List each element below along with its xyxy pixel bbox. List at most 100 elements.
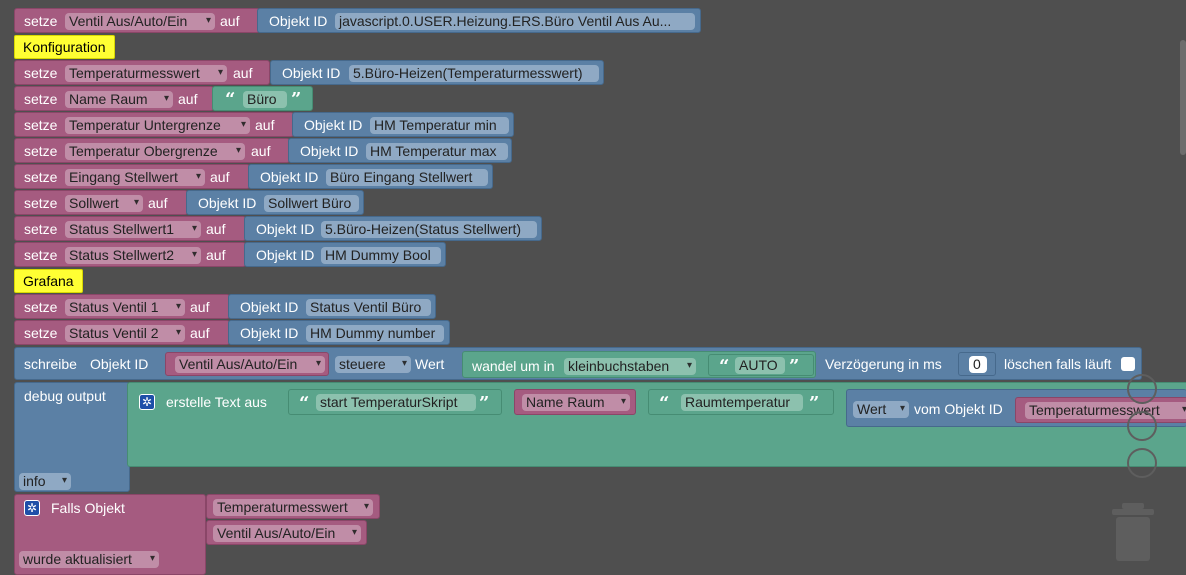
object-id-field[interactable]: javascript.0.USER.Heizung.ERS.Büro Venti… xyxy=(335,13,695,30)
open-quote-icon: “ xyxy=(659,393,670,414)
delay-input[interactable]: 0 xyxy=(969,356,987,373)
write-label: schreibe xyxy=(24,356,77,372)
event-dropdown[interactable]: wurde aktualisiert xyxy=(19,551,159,568)
set-label: setze xyxy=(24,13,58,29)
object-id-field[interactable]: HM Temperatur max xyxy=(366,143,508,160)
set-block-status-stellwert1[interactable]: setze Status Stellwert1 auf xyxy=(14,216,246,241)
set-block-temperatur-obergrenze[interactable]: setze Temperatur Obergrenze auf xyxy=(14,138,290,163)
object-id-label: Objekt ID xyxy=(240,325,299,341)
object-id-field[interactable]: Status Ventil Büro xyxy=(306,299,431,316)
object-id-field[interactable]: Sollwert Büro xyxy=(264,195,359,212)
object-id-field[interactable]: 5.Büro-Heizen(Status Stellwert) xyxy=(321,221,537,238)
text-block[interactable]: “ start TemperaturSkript ” xyxy=(288,389,502,415)
set-block-ventil[interactable]: setze Ventil Aus/Auto/Ein auf xyxy=(14,8,260,33)
set-label: setze xyxy=(24,169,58,185)
mode-dropdown[interactable]: steuere xyxy=(335,356,411,373)
variable-dropdown[interactable]: Eingang Stellwert xyxy=(65,169,205,186)
variable-getter[interactable]: Temperaturmesswert xyxy=(1015,397,1186,423)
zoom-in-icon[interactable] xyxy=(1127,411,1157,441)
variable-dropdown[interactable]: Status Stellwert1 xyxy=(65,221,201,238)
object-id-block[interactable]: Objekt ID HM Dummy number xyxy=(228,320,450,345)
variable-dropdown[interactable]: Name Raum xyxy=(65,91,173,108)
write-block[interactable]: schreibe Objekt ID Ventil Aus/Auto/Ein s… xyxy=(14,347,1142,380)
variable-dropdown[interactable]: Temperaturmesswert xyxy=(1025,402,1186,419)
set-block-eingang-stellwert[interactable]: setze Eingang Stellwert auf xyxy=(14,164,250,189)
trigger-block[interactable]: ✲ Falls Objekt wurde aktualisiert xyxy=(14,494,206,575)
object-id-block[interactable]: Objekt ID HM Dummy Bool xyxy=(244,242,446,267)
gear-icon[interactable]: ✲ xyxy=(24,500,40,516)
variable-dropdown[interactable]: Name Raum xyxy=(522,394,630,411)
create-text-block[interactable]: ✲ erstelle Text aus “ start TemperaturSk… xyxy=(127,382,1186,467)
variable-dropdown[interactable]: Status Ventil 1 xyxy=(65,299,185,316)
object-id-field[interactable]: 5.Büro-Heizen(Temperaturmesswert) xyxy=(349,65,599,82)
variable-dropdown[interactable]: Temperaturmesswert xyxy=(213,499,373,516)
variable-dropdown[interactable]: Sollwert xyxy=(65,195,143,212)
set-block-name-raum[interactable]: setze Name Raum auf xyxy=(14,86,214,111)
object-id-block[interactable]: Objekt ID Sollwert Büro xyxy=(186,190,364,215)
set-block-sollwert[interactable]: setze Sollwert auf xyxy=(14,190,188,215)
set-block-temperaturmesswert[interactable]: setze Temperaturmesswert auf xyxy=(14,60,270,85)
variable-dropdown[interactable]: Temperatur Obergrenze xyxy=(65,143,245,160)
on-label: auf xyxy=(220,13,240,29)
close-quote-icon: ” xyxy=(291,89,302,110)
on-label: auf xyxy=(255,117,275,133)
open-quote-icon: “ xyxy=(299,393,310,414)
object-id-block[interactable]: Objekt ID 5.Büro-Heizen(Temperaturmesswe… xyxy=(270,60,604,85)
object-id-field[interactable]: Büro Eingang Stellwert xyxy=(326,169,488,186)
set-block-temperatur-untergrenze[interactable]: setze Temperatur Untergrenze auf xyxy=(14,112,294,137)
object-id-block[interactable]: Objekt ID HM Temperatur max xyxy=(288,138,512,163)
variable-dropdown[interactable]: Status Ventil 2 xyxy=(65,325,185,342)
object-id-block[interactable]: Objekt ID 5.Büro-Heizen(Status Stellwert… xyxy=(244,216,542,241)
object-id-block[interactable]: Objekt ID Status Ventil Büro xyxy=(228,294,436,319)
set-block-status-ventil-1[interactable]: setze Status Ventil 1 auf xyxy=(14,294,230,319)
gear-icon[interactable]: ✲ xyxy=(139,394,155,410)
set-label: setze xyxy=(24,65,58,81)
zoom-reset-icon[interactable] xyxy=(1127,374,1157,404)
clear-checkbox[interactable] xyxy=(1121,357,1135,371)
object-id-block[interactable]: Objekt ID Büro Eingang Stellwert xyxy=(248,164,493,189)
text-field[interactable]: Raumtemperatur xyxy=(681,394,803,411)
object-id-field[interactable]: HM Dummy Bool xyxy=(321,247,441,264)
object-id-field[interactable]: HM Temperatur min xyxy=(370,117,509,134)
object-id-field[interactable]: HM Dummy number xyxy=(306,325,444,342)
vertical-scrollbar[interactable] xyxy=(1180,40,1186,155)
object-id-label: Objekt ID xyxy=(256,221,315,237)
debug-output-block[interactable]: debug output info xyxy=(14,382,130,492)
variable-dropdown[interactable]: Temperatur Untergrenze xyxy=(65,117,250,134)
variable-dropdown[interactable]: Temperaturmesswert xyxy=(65,65,227,82)
text-block[interactable]: “ Büro ” xyxy=(212,86,313,111)
variable-dropdown[interactable]: Ventil Aus/Auto/Ein xyxy=(213,525,361,542)
comment-grafana[interactable]: Grafana xyxy=(14,269,83,293)
value-label: Wert xyxy=(415,356,445,372)
set-block-status-stellwert2[interactable]: setze Status Stellwert2 auf xyxy=(14,242,246,267)
variable-getter[interactable]: Temperaturmesswert xyxy=(206,494,380,519)
text-field[interactable]: Büro xyxy=(243,91,287,108)
zoom-out-icon[interactable] xyxy=(1127,448,1157,478)
clear-label: löschen falls läuft xyxy=(1004,356,1112,372)
set-block-status-ventil-2[interactable]: setze Status Ventil 2 auf xyxy=(14,320,230,345)
trash-icon[interactable] xyxy=(1112,503,1156,563)
case-dropdown[interactable]: kleinbuchstaben xyxy=(564,358,696,375)
variable-dropdown[interactable]: Ventil Aus/Auto/Ein xyxy=(65,13,215,30)
text-case-block[interactable]: wandel um in kleinbuchstaben “ AUTO ” xyxy=(462,351,816,378)
object-id-block[interactable]: Objekt ID javascript.0.USER.Heizung.ERS.… xyxy=(257,8,701,33)
text-field[interactable]: start TemperaturSkript xyxy=(316,394,476,411)
close-quote-icon: ” xyxy=(809,393,820,414)
object-id-block[interactable]: Objekt ID HM Temperatur min xyxy=(292,112,514,137)
variable-getter[interactable]: Name Raum xyxy=(514,389,636,415)
object-id-label: Objekt ID xyxy=(300,143,359,159)
variable-dropdown[interactable]: Ventil Aus/Auto/Ein xyxy=(175,356,325,373)
comment-konfiguration[interactable]: Konfiguration xyxy=(14,35,115,59)
variable-dropdown[interactable]: Status Stellwert2 xyxy=(65,247,201,264)
value-dropdown[interactable]: Wert xyxy=(853,401,909,418)
text-field[interactable]: AUTO xyxy=(735,357,785,374)
log-level-dropdown[interactable]: info xyxy=(19,473,71,490)
variable-getter[interactable]: Ventil Aus/Auto/Ein xyxy=(206,520,367,545)
trigger-label: Falls Objekt xyxy=(51,500,125,516)
number-block[interactable]: 0 xyxy=(958,352,996,376)
text-block[interactable]: “ AUTO ” xyxy=(708,354,814,376)
close-quote-icon: ” xyxy=(789,356,800,377)
text-block[interactable]: “ Raumtemperatur ” xyxy=(648,389,834,415)
set-label: setze xyxy=(24,143,58,159)
variable-getter[interactable]: Ventil Aus/Auto/Ein xyxy=(165,352,329,376)
